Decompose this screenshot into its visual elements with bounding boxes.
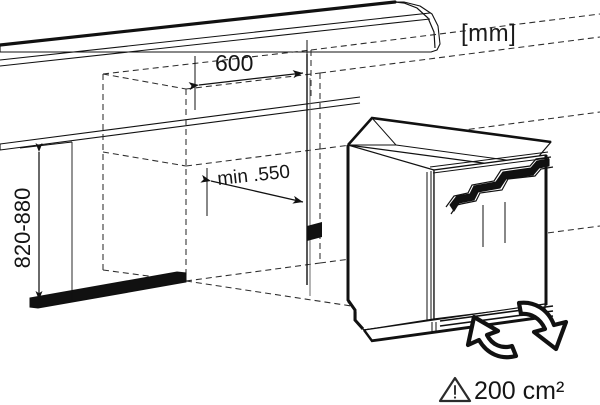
dimension-820-880-label: 820-880 bbox=[10, 188, 35, 269]
niche-hidden-outline bbox=[102, 13, 600, 308]
ventilation-area-label: 200 cm² bbox=[474, 377, 565, 405]
dimension-600-group bbox=[188, 40, 308, 110]
worktop-underside-rail bbox=[0, 96, 361, 151]
door-handle[interactable] bbox=[445, 156, 554, 215]
warning-triangle-icon bbox=[438, 376, 472, 403]
door-seam-lines bbox=[482, 202, 506, 247]
appliance-door[interactable] bbox=[426, 151, 550, 322]
niche-edge-markers bbox=[307, 222, 322, 241]
units-label: [mm] bbox=[461, 20, 517, 47]
airflow-arrow-left bbox=[465, 314, 519, 360]
dimension-min550-group bbox=[200, 150, 308, 216]
worktop-slab bbox=[0, 0, 441, 67]
dimension-600-label: 600 bbox=[215, 50, 253, 76]
airflow-arrow-right bbox=[516, 300, 569, 352]
dimension-820-880-group bbox=[19, 141, 73, 300]
plinth-bar bbox=[29, 271, 187, 309]
appliance-plinth bbox=[362, 303, 554, 343]
dimension-min550-label: min .550 bbox=[216, 161, 291, 190]
